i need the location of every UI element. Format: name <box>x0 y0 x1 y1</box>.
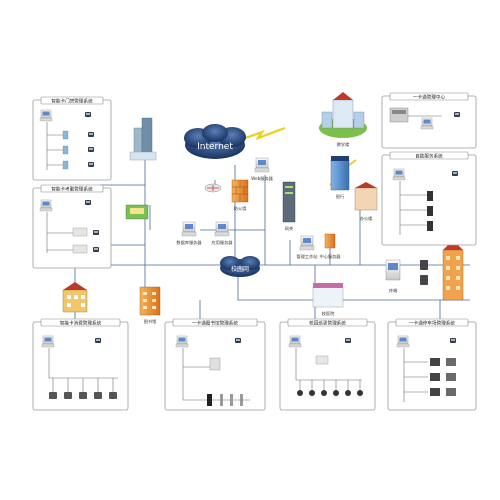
campus-cloud: 校园网 <box>220 256 260 277</box>
tall-building-right <box>442 240 464 301</box>
subsystem-b8: 自助服务系统 <box>381 151 477 246</box>
router-icon <box>204 183 222 193</box>
hospital-label: 校医院 <box>322 310 335 317</box>
database-server-label: 数据库服务器 <box>176 239 202 246</box>
bank-building: 银行 <box>330 156 350 200</box>
subsystem-title: 智能卡考勤管理系统 <box>51 186 93 193</box>
cash-terminal-left <box>125 204 149 220</box>
library-building: 图书馆 <box>139 286 161 325</box>
library-label: 图书馆 <box>144 318 157 325</box>
internet-label: Internet <box>197 142 233 152</box>
center-server-icon: 中心服务器 <box>320 233 342 260</box>
firewall-icon: 防火墙 <box>231 179 249 212</box>
bank-label: 银行 <box>336 193 344 200</box>
subsystem-title: 自助服务系统 <box>415 153 443 160</box>
subsystem-title: 智能卡消费管理系统 <box>60 320 102 327</box>
subsystem-b1: 智能卡门禁管理系统 <box>32 96 112 181</box>
phone-icons-right <box>420 260 428 285</box>
web-server-label: Web服务器 <box>251 175 274 182</box>
gateway-server-icon: 网关 <box>282 181 296 232</box>
campus-building-top: 教学楼 <box>319 92 367 148</box>
app-server-label: 应用服务器 <box>212 239 234 246</box>
subsystem-title: 一卡通停车场管理系统 <box>409 320 455 327</box>
office-building-right: 办公楼 <box>354 182 378 222</box>
server-pc-3: 应用服务器 <box>212 221 234 246</box>
subsystem-b7: 一卡通管理中心 <box>381 92 477 149</box>
office-label: 办公楼 <box>360 215 373 222</box>
server-pc-2: 数据库服务器 <box>176 221 202 246</box>
subsystem-title: 一卡通管理中心 <box>413 94 446 101</box>
internet-cloud: Internet <box>184 124 246 159</box>
subsystem-title: 校园巡更管理系统 <box>309 320 346 327</box>
subsystem-b3: 智能卡消费管理系统 <box>32 318 129 411</box>
mgmt-pc-label: 管理工作站 <box>297 253 318 260</box>
firewall-label: 防火墙 <box>234 205 247 212</box>
kiosk-right: 终端 <box>385 259 401 294</box>
server-pc-4: 管理工作站 <box>297 235 318 260</box>
gateway-label: 网关 <box>285 225 293 232</box>
subsystem-title: 智能卡门禁管理系统 <box>51 98 93 105</box>
teaching-building-label: 教学楼 <box>337 141 350 148</box>
terminal-label: 终端 <box>389 287 397 294</box>
subsystem-b2: 智能卡考勤管理系统 <box>32 184 112 269</box>
center-server-label: 中心服务器 <box>320 253 342 260</box>
central-tower-building <box>129 117 157 161</box>
subsystem-title: 一卡通图书馆管理系统 <box>192 320 238 327</box>
server-pc-1: Web服务器 <box>251 157 274 182</box>
dorm-building-left <box>62 282 88 313</box>
campus-network-label: 校园网 <box>231 265 249 273</box>
subsystem-b4: 一卡通图书馆管理系统 <box>164 318 266 411</box>
subsystem-b6: 一卡通停车场管理系统 <box>387 318 477 411</box>
subsystem-b5: 校园巡更管理系统 <box>279 318 376 411</box>
hospital-building: 校医院 <box>312 283 344 317</box>
